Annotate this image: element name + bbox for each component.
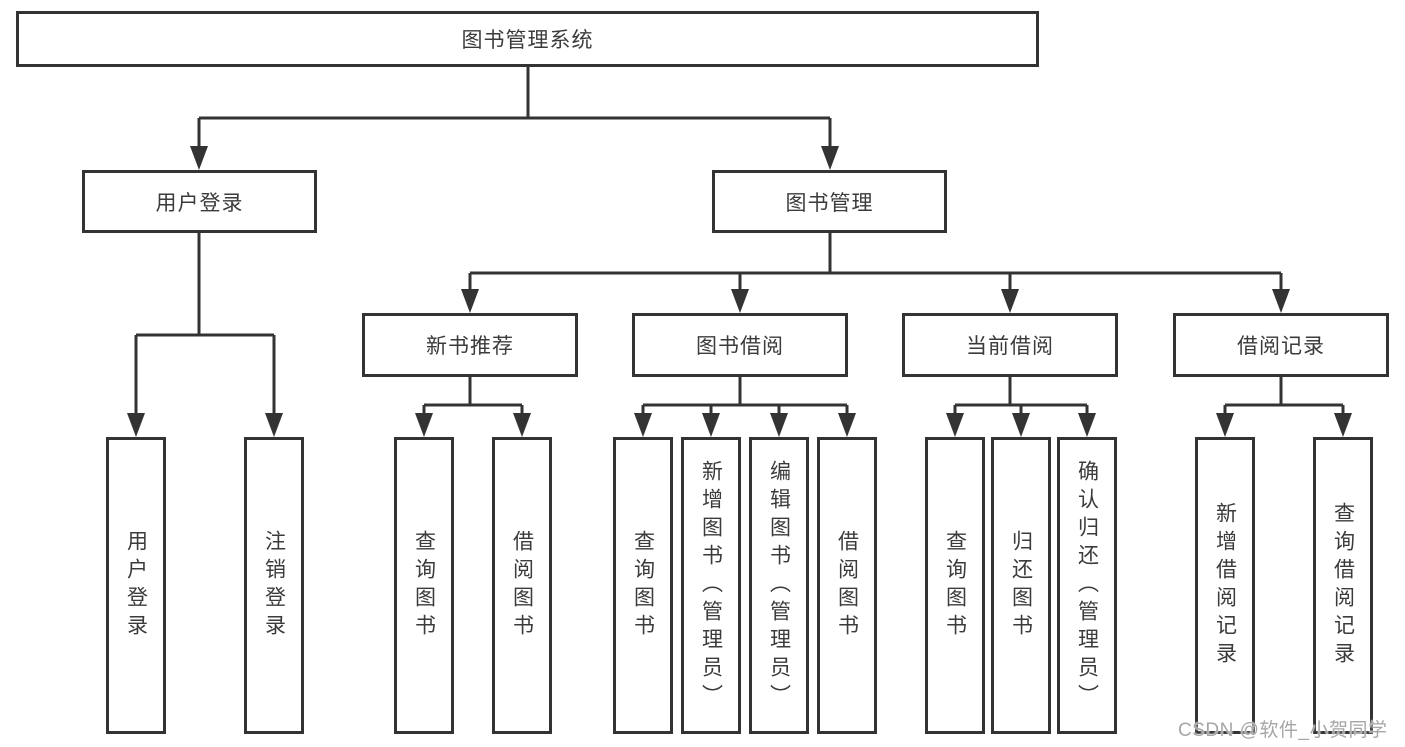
connector-root-to-level2 [190, 67, 839, 170]
connector-records-children [1216, 377, 1352, 437]
leaf-borrow-borrow: 借阅图书 [817, 437, 877, 734]
connector-new-book-children [415, 377, 531, 437]
leaf-borrow-add-admin: 新增图书（管理员） [681, 437, 741, 734]
leaf-newbook-query: 查询图书 [394, 437, 454, 734]
node-root: 图书管理系统 [16, 11, 1039, 67]
node-new-book-rec: 新书推荐 [362, 313, 578, 377]
node-borrow-records: 借阅记录 [1173, 313, 1389, 377]
leaf-user-login: 用户登录 [106, 437, 166, 734]
leaf-borrow-edit-admin: 编辑图书（管理员） [749, 437, 809, 734]
node-current-borrow: 当前借阅 [902, 313, 1118, 377]
leaf-borrow-query: 查询图书 [613, 437, 673, 734]
leaf-newbook-borrow: 借阅图书 [492, 437, 552, 734]
node-book-borrow: 图书借阅 [632, 313, 848, 377]
connector-borrow-children [634, 377, 856, 437]
connector-current-children [946, 377, 1096, 437]
connector-book-mgmt-children [461, 233, 1290, 313]
leaf-logout: 注销登录 [244, 437, 304, 734]
leaf-record-query: 查询借阅记录 [1313, 437, 1373, 734]
connector-user-login-children [127, 233, 283, 437]
csdn-watermark: CSDN @软件_小贺同学 [1178, 720, 1388, 741]
leaf-current-query: 查询图书 [925, 437, 985, 734]
node-user-login: 用户登录 [82, 170, 317, 233]
node-book-mgmt: 图书管理 [712, 170, 947, 233]
leaf-record-add: 新增借阅记录 [1195, 437, 1255, 734]
leaf-current-confirm-admin: 确认归还（管理员） [1057, 437, 1117, 734]
leaf-current-return: 归还图书 [991, 437, 1051, 734]
